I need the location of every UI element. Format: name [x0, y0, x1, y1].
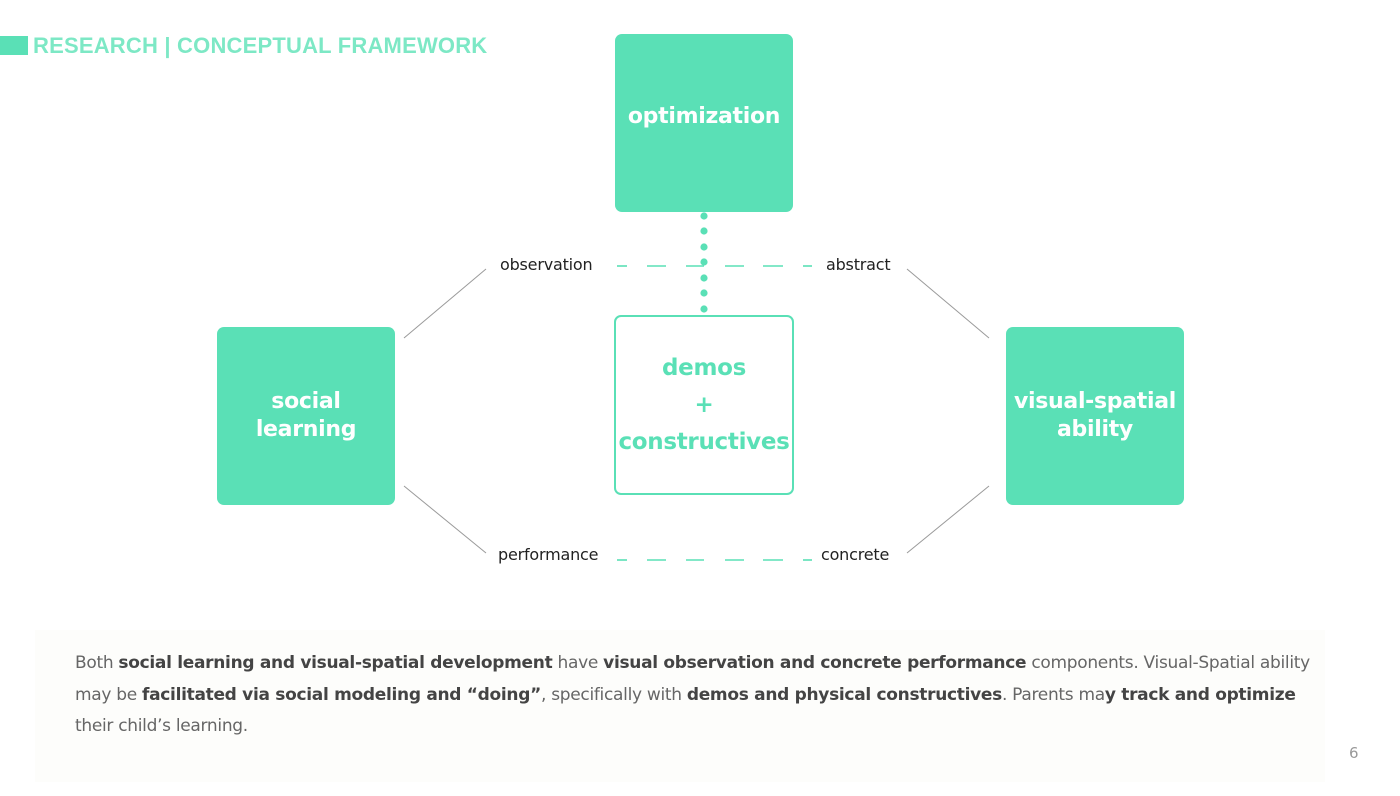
- page-number: 6: [1349, 744, 1359, 762]
- dot-marker: [700, 243, 708, 251]
- connector-right-bottom: [906, 485, 990, 554]
- connector-left-bottom: [403, 485, 487, 554]
- dotted-line-optimization-demos: [700, 212, 708, 313]
- dot-marker: [700, 227, 708, 235]
- node-demos-plus: +: [694, 391, 714, 418]
- node-demos-line1: demos: [661, 354, 747, 381]
- body-text: their child’s learning.: [75, 716, 248, 736]
- node-social-learning-line1: social: [271, 389, 341, 414]
- emphasis-text: facilitated via social modeling and “doi…: [142, 684, 541, 705]
- dot-marker: [700, 289, 708, 297]
- body-text: have: [552, 653, 604, 673]
- node-social-learning: social learning: [217, 327, 395, 505]
- emphasis-text: social learning and visual-spatial devel…: [118, 653, 553, 673]
- node-visual-spatial-label: visual-spatial ability: [1014, 388, 1176, 444]
- label-performance: performance: [498, 545, 599, 564]
- emphasis-text: demos and physical constructives: [686, 684, 1002, 705]
- emphasis-text: y track and optimize: [1104, 684, 1296, 705]
- body-text: components. Visual-Spatial ability may b…: [75, 653, 1310, 705]
- node-demos-line3: constructives: [618, 428, 790, 455]
- summary-panel: [35, 630, 1325, 782]
- node-optimization: optimization: [615, 34, 793, 212]
- body-text: . Parents ma: [1001, 684, 1105, 705]
- node-visual-spatial-ability: visual-spatial ability: [1006, 327, 1184, 505]
- connector-right-top: [906, 268, 990, 339]
- dot-marker: [700, 274, 708, 282]
- summary-paragraph: Both social learning and visual-spatial …: [75, 648, 1315, 743]
- body-text: Both: [75, 653, 119, 673]
- label-abstract: abstract: [826, 255, 891, 274]
- node-demos-constructives: demos + constructives: [614, 315, 794, 495]
- node-social-learning-label: social learning: [255, 388, 357, 444]
- label-observation: observation: [500, 255, 593, 274]
- node-optimization-label: optimization: [627, 104, 781, 129]
- dot-marker: [700, 305, 708, 313]
- page-title: RESEARCH | CONCEPTUAL FRAMEWORK: [33, 33, 488, 58]
- emphasis-text: visual observation and concrete performa…: [603, 653, 1027, 673]
- dot-marker: [700, 258, 708, 266]
- title-accent-bar: [0, 36, 28, 55]
- body-text: , specifically with: [540, 684, 687, 705]
- dot-marker: [700, 212, 708, 220]
- node-visual-spatial-line1: visual-spatial: [1013, 389, 1177, 414]
- node-visual-spatial-line2: ability: [1057, 417, 1133, 442]
- label-concrete: concrete: [821, 545, 890, 564]
- connector-left-top: [403, 268, 487, 339]
- node-social-learning-line2: learning: [255, 417, 357, 442]
